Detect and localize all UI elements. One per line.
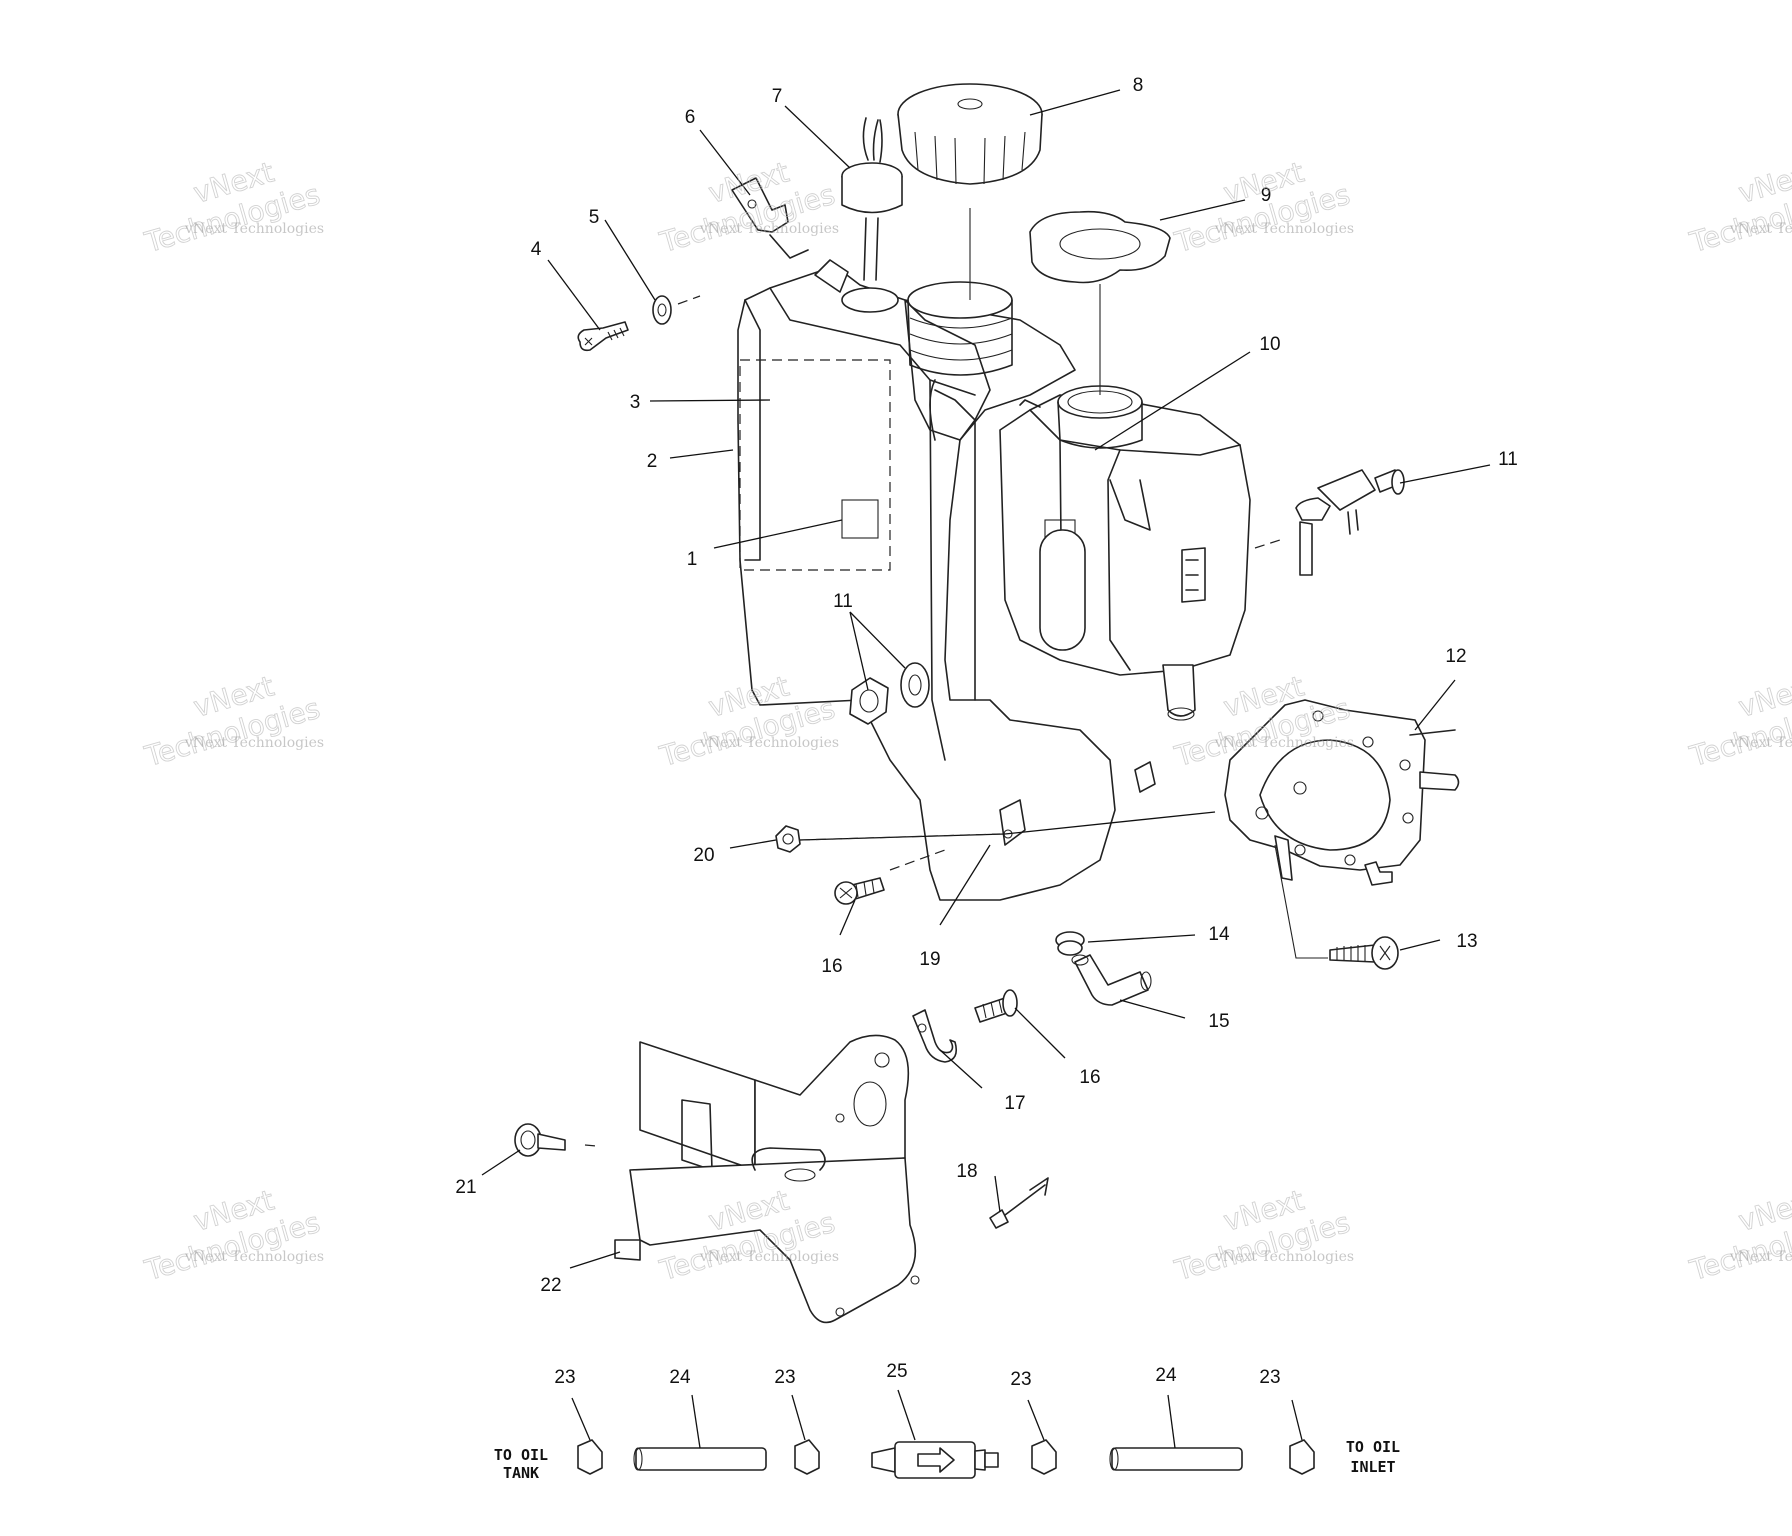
- callout-24-b: 24: [1155, 1365, 1177, 1386]
- clamp-23a: [577, 1439, 603, 1475]
- svg-text:vNext Technologies: vNext Technologies: [1729, 735, 1792, 751]
- drain-valve-part: [1254, 469, 1405, 576]
- callout-24-a: 24: [669, 1367, 691, 1388]
- svg-text:vNext Technologies: vNext Technologies: [1729, 221, 1792, 237]
- callout-19: 19: [919, 949, 940, 970]
- svg-text:vNext Technologies: vNext Technologies: [1214, 1249, 1354, 1265]
- svg-text:vNext Technologies: vNext Technologies: [1214, 221, 1354, 237]
- mounting-bracket-part: [614, 1034, 920, 1324]
- hose-24a: [635, 1447, 767, 1471]
- callout-15: 15: [1208, 1011, 1229, 1032]
- svg-text:vNext Technologies: vNext Technologies: [699, 1249, 839, 1265]
- callout-1: 1: [687, 549, 698, 570]
- callout-11-nut: 11: [833, 591, 853, 612]
- svg-text:vNext Technologies: vNext Technologies: [184, 221, 324, 237]
- screw-16-upper-part: [834, 877, 885, 905]
- callout-13: 13: [1456, 931, 1477, 952]
- screw-part: [577, 321, 629, 352]
- svg-text:vNext Technologies: vNext Technologies: [1214, 735, 1354, 751]
- callout-22: 22: [540, 1275, 561, 1296]
- hex-nut-part: [775, 825, 801, 853]
- svg-text:vNext Technologies: vNext Technologies: [184, 1249, 324, 1265]
- cable-tie-part: [989, 1177, 1049, 1229]
- callout-9: 9: [1261, 185, 1272, 206]
- filler-cap-part: [897, 83, 1043, 300]
- screw-16-lower-part: [974, 989, 1018, 1023]
- callout-4: 4: [531, 239, 542, 260]
- grommet-part: [1055, 931, 1085, 956]
- callout-labels: 1 2 3 4 5 6 7 8 9 10 11 11 12 13 14 15 1…: [455, 75, 1517, 1390]
- callout-18: 18: [956, 1161, 977, 1182]
- level-sender-part: [841, 117, 903, 281]
- callout-23-d: 23: [1259, 1367, 1280, 1388]
- inline-filter-25: [871, 1441, 999, 1479]
- clamp-23b: [794, 1439, 820, 1475]
- hose-24b: [1111, 1447, 1243, 1471]
- callout-23-a: 23: [554, 1367, 575, 1388]
- callout-6: 6: [685, 107, 696, 128]
- callout-8: 8: [1133, 75, 1144, 96]
- nut-washer-part: [849, 662, 930, 725]
- callout-23-b: 23: [774, 1367, 795, 1388]
- reservoir-cap-part: [1029, 210, 1171, 395]
- clamp-23d: [1289, 1439, 1315, 1475]
- callout-2: 2: [647, 451, 658, 472]
- washer-part: [652, 295, 701, 325]
- callout-25: 25: [886, 1361, 907, 1382]
- hose-kit: [577, 1439, 1315, 1479]
- callout-20: 20: [693, 845, 714, 866]
- callout-5: 5: [589, 207, 600, 228]
- callout-17: 17: [1004, 1093, 1025, 1114]
- callout-16-right: 16: [1079, 1067, 1100, 1088]
- callout-23-c: 23: [1010, 1369, 1031, 1390]
- svg-text:vNext Technologies: vNext Technologies: [699, 221, 839, 237]
- note-to-oil-inlet-line1: TO OIL: [1346, 1438, 1400, 1456]
- flange-bolt-part: [514, 1123, 597, 1157]
- oil-tank-assembly: [737, 259, 1251, 901]
- svg-text:vNext Technologies: vNext Technologies: [1729, 1249, 1792, 1265]
- callout-10: 10: [1259, 334, 1280, 355]
- bracket-part: [731, 177, 809, 259]
- callout-7: 7: [772, 86, 783, 107]
- callout-11-valve: 11: [1498, 449, 1518, 470]
- flow-notes: TO OIL TANK TO OIL INLET: [494, 1438, 1400, 1482]
- clip-part: [912, 1009, 958, 1063]
- oil-pump-part: [1224, 699, 1460, 886]
- leader-lines: [481, 89, 1491, 1449]
- note-to-oil-tank-line2: TANK: [503, 1464, 539, 1482]
- svg-text:vNext Technologies: vNext Technologies: [184, 735, 324, 751]
- callout-16-left: 16: [821, 956, 842, 977]
- callout-21: 21: [455, 1177, 476, 1198]
- callout-12: 12: [1445, 646, 1466, 667]
- clamp-23c: [1031, 1439, 1057, 1475]
- svg-text:vNext Technologies: vNext Technologies: [699, 735, 839, 751]
- callout-3: 3: [630, 392, 641, 413]
- pump-screw-part: [1274, 844, 1399, 970]
- note-to-oil-inlet-line2: INLET: [1350, 1458, 1395, 1476]
- elbow-fitting-part: [1071, 954, 1152, 1006]
- note-to-oil-tank-line1: TO OIL: [494, 1446, 548, 1464]
- callout-14: 14: [1208, 924, 1230, 945]
